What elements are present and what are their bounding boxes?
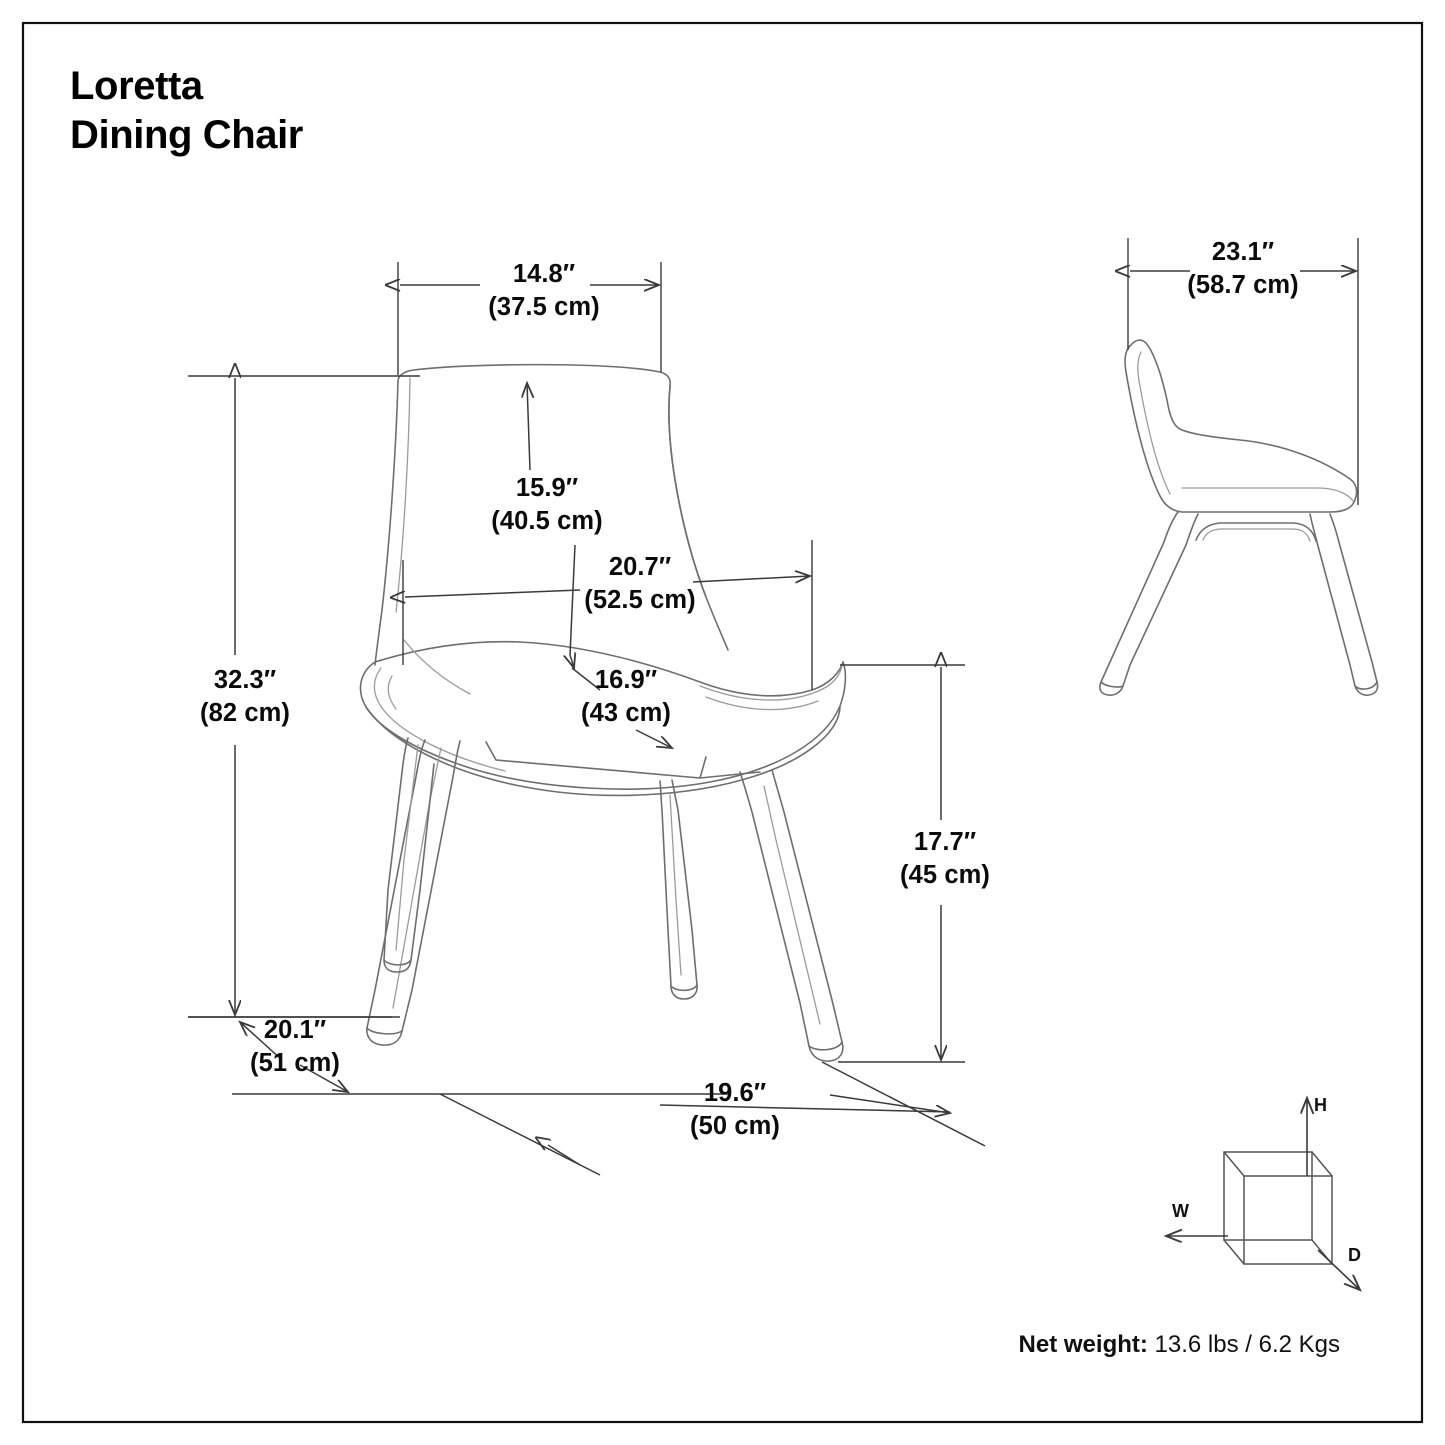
axis-label-height: H <box>1314 1095 1327 1115</box>
ground-perspective-lines <box>439 1061 986 1176</box>
dimension-label-seat-width: 20.7″ (52.5 cm) <box>584 553 696 614</box>
dimension-line-seat-width <box>403 540 813 690</box>
product-name: Loretta <box>70 64 203 108</box>
net-weight-value: 13.6 lbs / 6.2 Kgs <box>1154 1331 1340 1358</box>
chair-side-view-illustration <box>1099 339 1379 696</box>
dimension-label-seat-height: 17.7″ (45 cm) <box>900 828 990 889</box>
leader-line-seat-depth <box>571 667 672 748</box>
dimension-label-top-width: 14.8″ (37.5 cm) <box>488 260 600 321</box>
chair-front-perspective-illustration <box>359 363 847 1062</box>
axis-label-depth: D <box>1348 1245 1361 1265</box>
axis-label-width: W <box>1172 1201 1189 1221</box>
dimension-label-backrest-height: 15.9″ (40.5 cm) <box>491 474 603 535</box>
dimension-line-seat-height <box>838 665 965 1063</box>
axis-legend-cube <box>1166 1098 1360 1290</box>
net-weight: Net weight: 13.6 lbs / 6.2 Kgs <box>1019 1331 1340 1359</box>
dimension-line-top-width <box>398 262 662 375</box>
sheet-border <box>21 21 1424 1424</box>
dimension-label-seat-depth: 16.9″ (43 cm) <box>581 666 671 727</box>
dimension-label-side-depth: 23.1″ (58.7 cm) <box>1187 238 1299 299</box>
net-weight-label: Net weight: <box>1018 1331 1148 1358</box>
leader-line-backrest-height <box>527 383 575 668</box>
dimension-line-side-depth <box>1128 238 1359 505</box>
product-type: Dining Chair <box>70 112 303 157</box>
page-title: Loretta Dining Chair <box>70 62 303 160</box>
dimension-label-footprint-depth: 20.1″ (51 cm) <box>250 1016 340 1077</box>
dimension-line-footprint-width <box>829 1094 950 1113</box>
dimension-label-overall-height: 32.3″ (82 cm) <box>200 666 290 727</box>
dimension-label-footprint-width: 19.6″ (50 cm) <box>690 1079 780 1140</box>
